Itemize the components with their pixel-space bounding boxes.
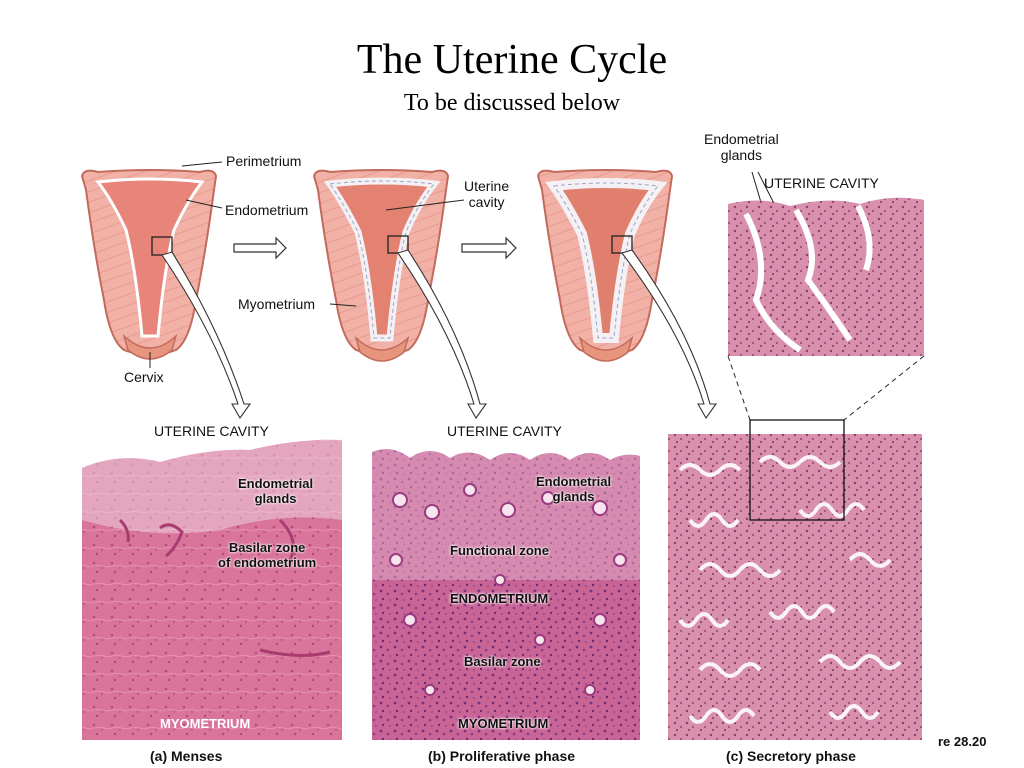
micrograph-menses: [82, 439, 342, 740]
secretory-zoom-box: [749, 419, 845, 521]
micrograph-proliferative: [372, 449, 640, 740]
panel-a-basilar-label: Basilar zone of endometrium: [218, 540, 317, 570]
arrow-to-proliferative: [233, 236, 287, 260]
inset-connector: [727, 355, 925, 421]
panel-b-top-label: UTERINE CAVITY: [447, 423, 562, 439]
panel-b-myometrium-label: MYOMETRIUM: [458, 716, 549, 731]
panel-b-basilar-label: Basilar zone: [464, 654, 541, 669]
figure-reference: re 28.20: [938, 734, 987, 749]
caption-proliferative: (b) Proliferative phase: [428, 748, 576, 764]
magnify-funnel-a: [161, 251, 252, 420]
caption-secretory: (c) Secretory phase: [726, 748, 856, 764]
label-endometrial-glands-inset: Endometrial glands: [704, 131, 779, 163]
label-perimetrium: Perimetrium: [226, 153, 302, 169]
label-uterine-cavity: Uterine cavity: [464, 178, 510, 210]
page-title: The Uterine Cycle: [356, 37, 668, 83]
panel-b-glands-label: Endometrial glands: [536, 474, 612, 504]
page-subtitle: To be discussed below: [403, 90, 621, 116]
uterus-diagram-proliferative: [312, 169, 450, 362]
micrograph-secretory: [668, 419, 922, 740]
panel-a-glands-label: Endometrial glands: [238, 476, 314, 506]
caption-menses: (a) Menses: [150, 748, 223, 764]
uterus-diagram-secretory: [536, 169, 674, 362]
micrograph-secretory-inset: [728, 197, 924, 356]
label-endometrium: Endometrium: [225, 202, 309, 218]
panel-b-functional-label: Functional zone: [450, 543, 549, 558]
magnify-funnel-b: [397, 249, 488, 420]
panel-b-endometrium-label: ENDOMETRIUM: [450, 591, 549, 606]
uterus-diagram-menses: [80, 169, 218, 360]
panel-a-myometrium-label: MYOMETRIUM: [160, 716, 251, 731]
arrow-to-secretory: [461, 236, 517, 260]
magnify-funnel-c: [621, 249, 718, 420]
panel-a-top-label: UTERINE CAVITY: [154, 423, 269, 439]
label-myometrium: Myometrium: [238, 296, 316, 312]
label-cervix: Cervix: [124, 369, 164, 385]
label-uterine-cavity-inset: UTERINE CAVITY: [764, 175, 879, 191]
